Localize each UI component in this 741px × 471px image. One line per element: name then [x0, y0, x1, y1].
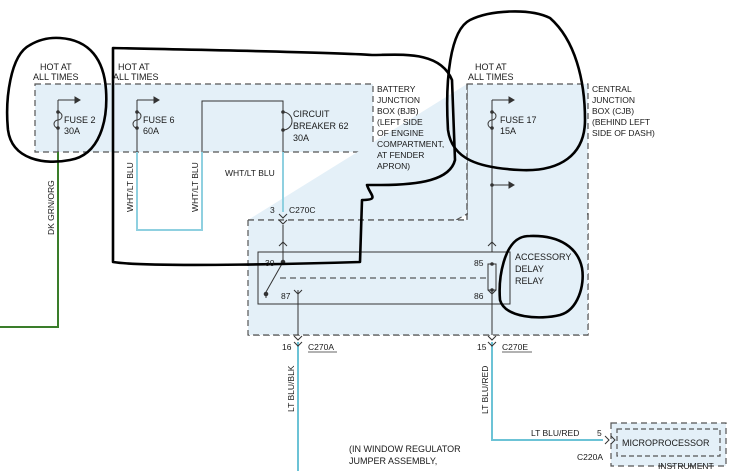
c220a-pin: 5 [597, 428, 602, 438]
cjb-lower-fill [468, 150, 587, 220]
svg-text:JUNCTION: JUNCTION [377, 95, 420, 105]
svg-text:APRON): APRON) [377, 161, 410, 171]
fuse-dots [56, 110, 494, 132]
label-dk-grn-org: DK GRN/ORG [46, 180, 56, 235]
wire-breaker-inner [201, 100, 284, 152]
wire-lt-blu-red [491, 342, 603, 441]
c220a-label: C220A [577, 452, 603, 462]
svg-text:ACCESSORY: ACCESSORY [515, 252, 571, 262]
svg-text:JUNCTION: JUNCTION [592, 95, 635, 105]
handdrawn-circle-fuse2 [5, 36, 108, 163]
svg-text:AT FENDER: AT FENDER [377, 150, 424, 160]
relay-pin-30: 30 [265, 258, 275, 268]
fuse2-name: FUSE 2 [64, 115, 96, 125]
svg-text:HOT AT: HOT AT [40, 62, 72, 72]
battery-junction-box [34, 83, 374, 153]
relay-switch [263, 252, 492, 302]
microprocessor-box [616, 428, 721, 457]
c270c-label: C270C [289, 205, 315, 215]
c270e-label: C270E [502, 342, 528, 352]
bjb-note: BATTERY JUNCTION BOX (BJB) (LEFT SIDE OF… [377, 84, 444, 171]
window-regulator-note: (IN WINDOW REGULATOR JUMPER ASSEMBLY, [349, 444, 461, 466]
svg-text:DELAY: DELAY [515, 264, 544, 274]
relay-label: ACCESSORY DELAY RELAY [515, 252, 571, 286]
handdrawn-circle-relay [498, 234, 584, 319]
svg-text:ALL TIMES: ALL TIMES [468, 72, 514, 82]
fuse6-rating: 60A [143, 126, 159, 136]
c270a-pin: 16 [282, 342, 292, 352]
c270c-pin: 3 [270, 205, 275, 215]
relay-pin-86: 86 [474, 291, 484, 301]
breaker-name2: BREAKER 62 [293, 121, 349, 131]
wire-wht-lt-blu-loop [136, 152, 203, 231]
svg-text:ALL TIMES: ALL TIMES [33, 72, 79, 82]
hot-arrows [58, 96, 515, 189]
svg-text:OF ENGINE: OF ENGINE [377, 128, 424, 138]
fuse-symbols [53, 111, 497, 131]
svg-text:RELAY: RELAY [515, 276, 544, 286]
label-lt-blu-blk: LT BLU/BLK [286, 365, 296, 412]
label-lt-blu-red-h: LT BLU/RED [531, 428, 579, 438]
svg-text:JUMPER ASSEMBLY,: JUMPER ASSEMBLY, [349, 456, 437, 466]
svg-text:(BEHIND LEFT: (BEHIND LEFT [592, 117, 650, 127]
svg-text:BOX (CJB): BOX (CJB) [592, 106, 634, 116]
handdrawn-box-bjb [111, 46, 457, 267]
svg-text:BOX (BJB): BOX (BJB) [377, 106, 419, 116]
handdrawn-circle-fuse17 [445, 10, 587, 172]
cjb-note: CENTRAL JUNCTION BOX (CJB) (BEHIND LEFT … [592, 84, 655, 138]
svg-text:COMPARTMENT,: COMPARTMENT, [377, 139, 444, 149]
relay-coil [487, 183, 497, 292]
label-wht-lt-blu-2: WHT/LT BLU [190, 162, 200, 212]
svg-text:HOT AT: HOT AT [475, 62, 507, 72]
label-lt-blu-red-v: LT BLU/RED [480, 366, 490, 414]
fuse6-name: FUSE 6 [143, 115, 175, 125]
hot-label-3: HOT AT ALL TIMES [468, 62, 514, 82]
breaker-name1: CIRCUIT [293, 109, 330, 119]
instrument-label: INSTRUMENT [658, 461, 714, 471]
fuse2-rating: 30A [64, 126, 80, 136]
svg-text:CENTRAL: CENTRAL [592, 84, 632, 94]
svg-text:SIDE OF DASH): SIDE OF DASH) [592, 128, 655, 138]
svg-text:ALL TIMES: ALL TIMES [113, 72, 159, 82]
svg-text:BATTERY: BATTERY [377, 84, 416, 94]
fuse17-name: FUSE 17 [500, 115, 537, 125]
hot-label-2: HOT AT ALL TIMES [113, 62, 159, 82]
microprocessor-label: MICROPROCESSOR [622, 438, 710, 448]
svg-text:HOT AT: HOT AT [118, 62, 150, 72]
relay-pin-87: 87 [281, 291, 291, 301]
relay-module-outline [247, 213, 589, 336]
svg-text:(LEFT SIDE: (LEFT SIDE [377, 117, 423, 127]
breaker-rating: 30A [293, 133, 309, 143]
label-wht-lt-blu-1: WHT/LT BLU [125, 162, 135, 212]
c270e-pin: 15 [477, 342, 487, 352]
c270a-label: C270A [308, 342, 334, 352]
hot-label-1: HOT AT ALL TIMES [33, 62, 79, 82]
label-wht-lt-blu-3: WHT/LT BLU [225, 168, 275, 178]
fuse17-rating: 15A [500, 126, 516, 136]
svg-text:(IN WINDOW REGULATOR: (IN WINDOW REGULATOR [349, 444, 461, 454]
wire-dk-grn-org [0, 152, 59, 328]
relay-pin-85: 85 [474, 258, 484, 268]
